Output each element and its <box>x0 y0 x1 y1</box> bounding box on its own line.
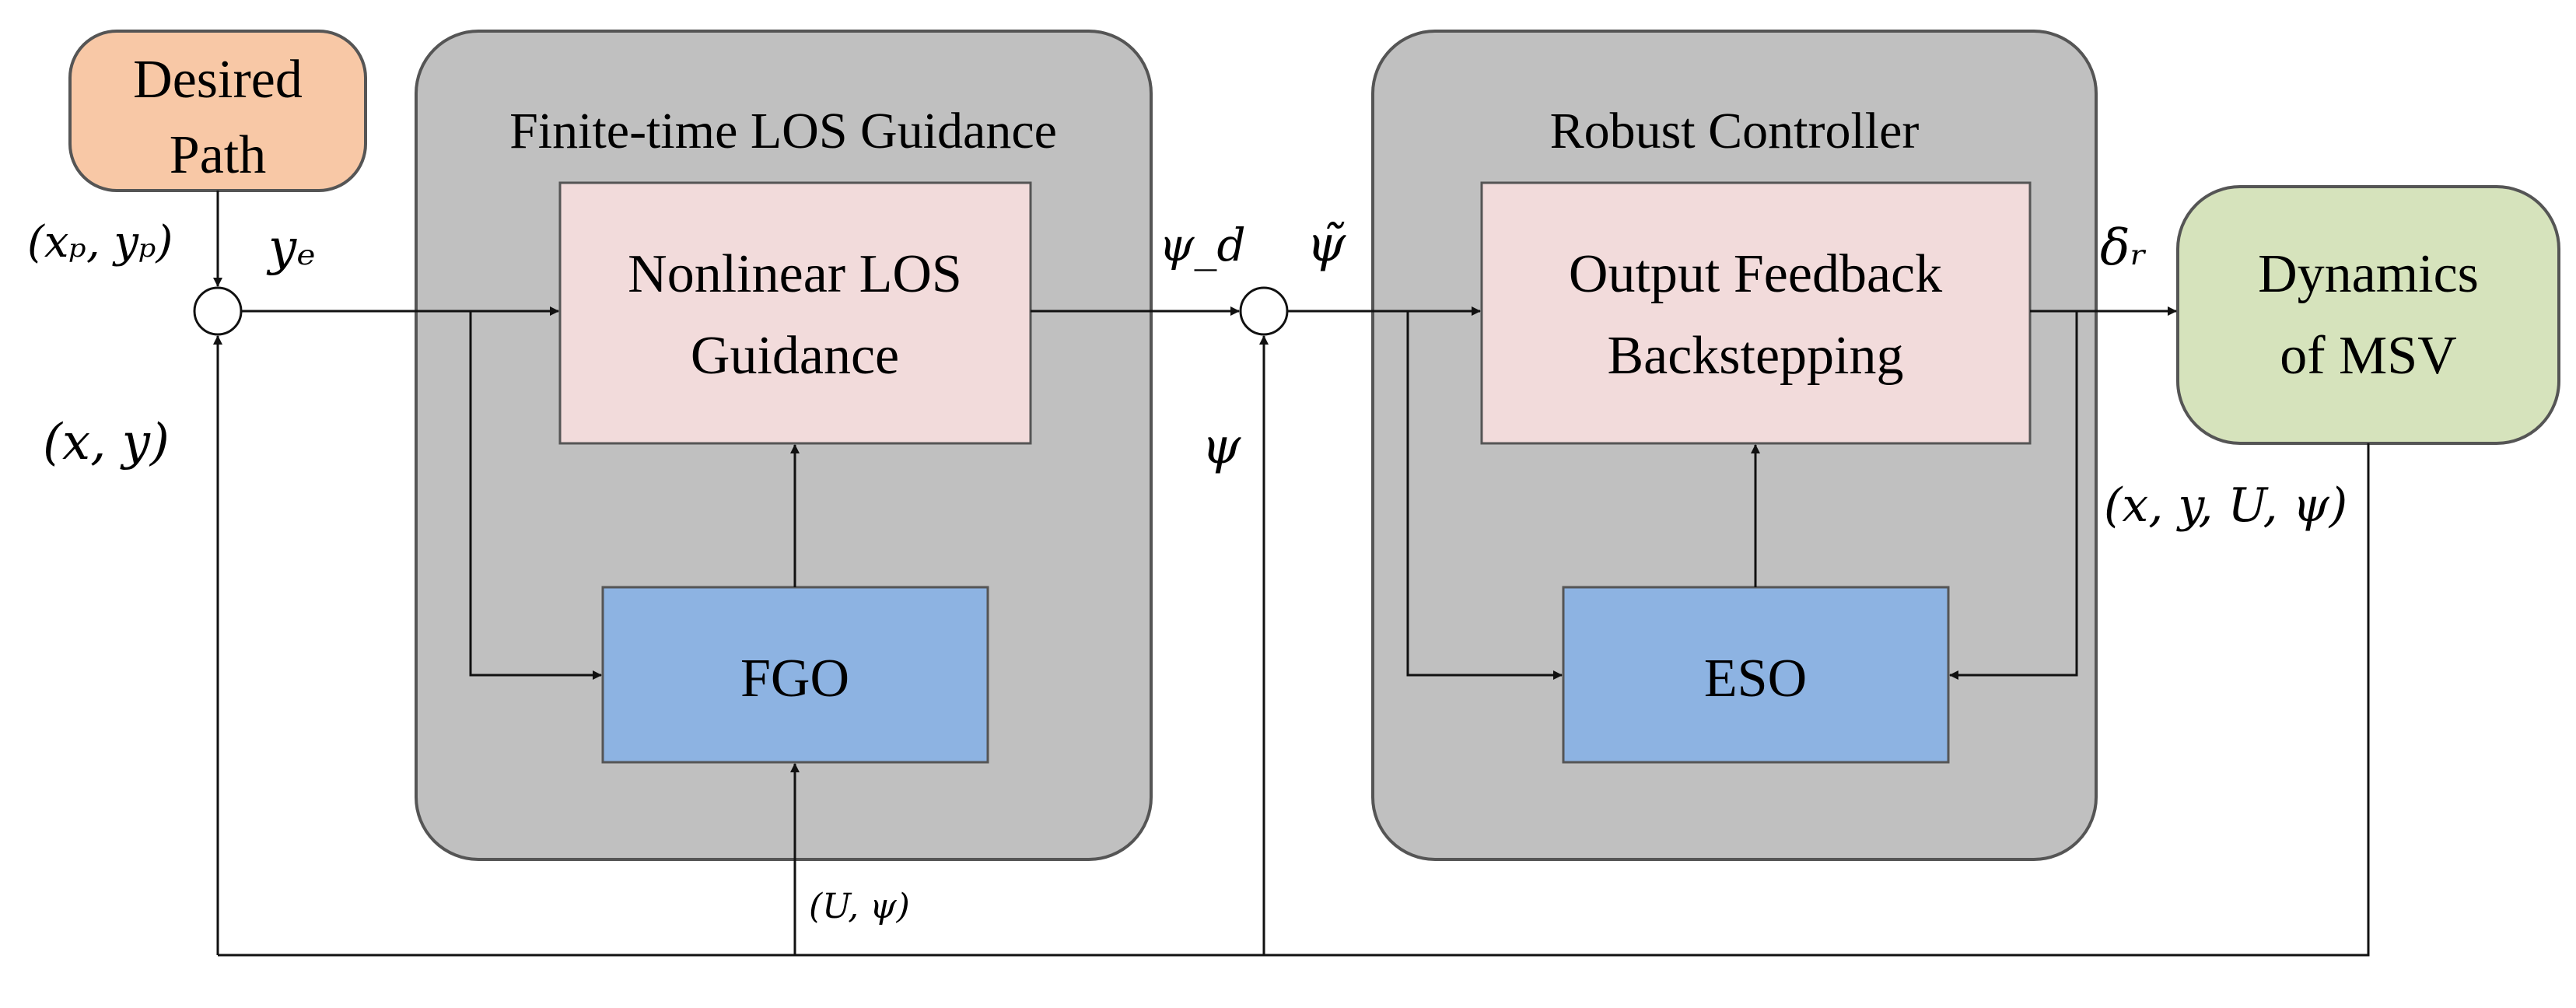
psi-d-label: ψ_d <box>1159 219 1246 271</box>
backstepping-label-line1: Output Feedback <box>1569 244 1942 304</box>
fgo-block <box>601 586 989 764</box>
psi-tilde-label: ψ̃ <box>1307 215 1346 273</box>
backstepping-label-line2: Backstepping <box>1607 326 1903 386</box>
eso-label: ESO <box>1704 649 1807 709</box>
ye-label: yₑ <box>266 219 316 277</box>
nonlinear-los-label-line1: Nonlinear LOS <box>628 244 962 304</box>
u-psi-label: (U, ψ) <box>809 887 910 926</box>
psi-label: ψ <box>1202 418 1241 475</box>
fgo-label: FGO <box>740 649 849 709</box>
delta-r-label: δᵣ <box>2100 219 2147 277</box>
summing-junction-2 <box>1239 286 1289 336</box>
backstepping-block <box>1480 181 2032 445</box>
x-y-label: (x, y) <box>43 414 170 471</box>
nonlinear-los-guidance-block <box>558 181 1032 445</box>
ye-to-fgo-arrow <box>469 311 602 680</box>
psitilde-to-eso-arrow <box>1406 311 1563 680</box>
guidance-group-title: Finite-time LOS Guidance <box>509 103 1057 159</box>
x-y-u-psi-label: (x, y, U, ψ) <box>2104 478 2347 533</box>
control-to-eso-arrow <box>1949 311 2078 680</box>
feedback-bus <box>218 443 2370 957</box>
desired-path-label-line1: Desired <box>133 50 303 110</box>
controller-group-title: Robust Controller <box>1550 103 1920 159</box>
dynamics-label-line1: Dynamics <box>2258 244 2479 304</box>
eso-block <box>1562 586 1950 764</box>
dynamics-label-line2: of MSV <box>2280 326 2457 386</box>
summing-junction-1 <box>193 286 243 336</box>
desired-path-label-line2: Path <box>170 125 266 185</box>
nonlinear-los-label-line2: Guidance <box>691 326 899 386</box>
dynamics-msv-block <box>2176 185 2560 445</box>
xp-yp-label: (xₚ, yₚ) <box>27 217 173 268</box>
